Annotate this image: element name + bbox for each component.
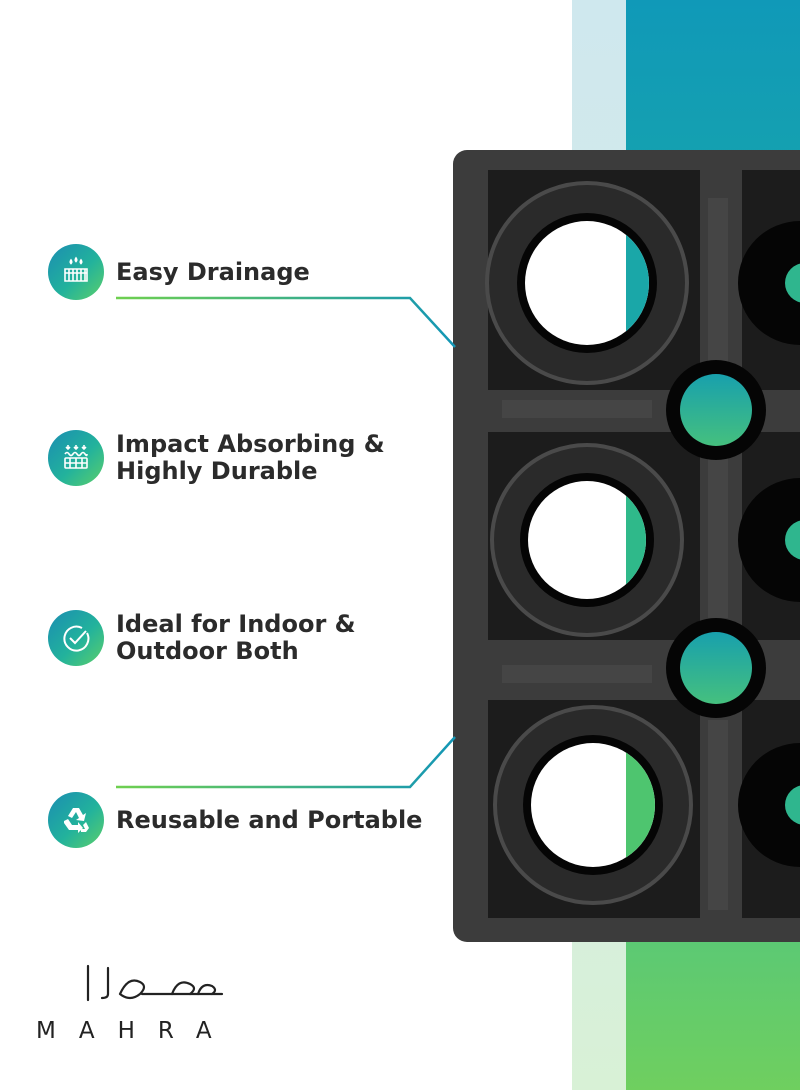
brand-logo-arabic xyxy=(86,964,224,1002)
feature-line: Outdoor Both xyxy=(116,637,299,665)
feature-easy-drainage: Easy Drainage xyxy=(48,244,310,300)
drainage-icon xyxy=(48,244,104,300)
feature-text: Ideal for Indoor & Outdoor Both xyxy=(116,611,356,665)
brand-name-latin: MAHRA xyxy=(36,1018,235,1044)
feature-line: Easy Drainage xyxy=(116,257,310,286)
impact-absorb-icon xyxy=(48,430,104,486)
feature-text: Reusable and Portable xyxy=(116,805,423,834)
feature-line: Ideal for Indoor & xyxy=(116,610,356,638)
feature-text: Easy Drainage xyxy=(116,257,310,286)
feature-indoor-outdoor: Ideal for Indoor & Outdoor Both xyxy=(48,610,356,666)
check-circle-icon xyxy=(48,610,104,666)
feature-line: Impact Absorbing & xyxy=(116,430,385,458)
recycle-icon xyxy=(48,792,104,848)
feature-reusable: Reusable and Portable xyxy=(48,792,422,848)
feature-line: Reusable and Portable xyxy=(116,805,423,834)
feature-text: Impact Absorbing & Highly Durable xyxy=(116,431,385,485)
feature-line: Highly Durable xyxy=(116,457,318,485)
feature-impact-absorbing: Impact Absorbing & Highly Durable xyxy=(48,430,385,486)
